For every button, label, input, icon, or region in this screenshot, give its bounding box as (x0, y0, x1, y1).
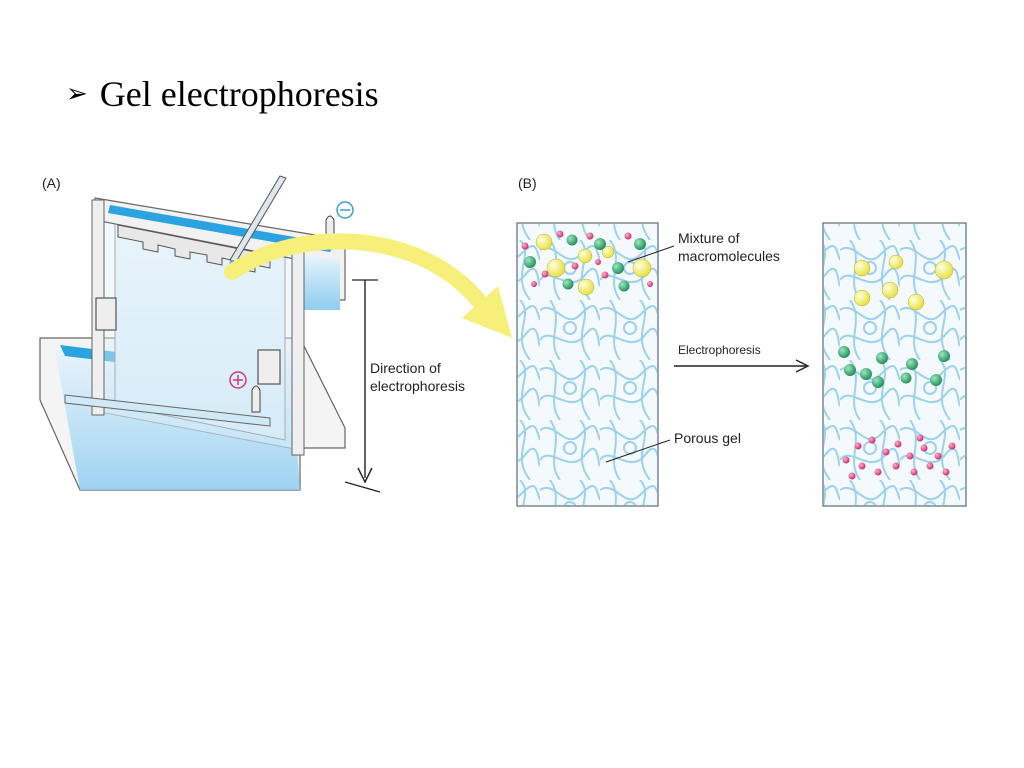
band-small-molecules (842, 434, 956, 480)
direction-label-line1: Direction of (370, 360, 441, 376)
mixture-label-line1: Mixture of (678, 230, 740, 246)
panel-a-label: (A) (42, 175, 61, 191)
electrophoresis-arrow (674, 359, 810, 373)
band-large-molecules (853, 254, 954, 311)
porous-gel-label: Porous gel (674, 430, 741, 446)
cathode-icon (336, 201, 354, 219)
zoom-arrow (224, 233, 512, 338)
anode-icon (229, 371, 247, 389)
direction-label-line2: electrophoresis (370, 378, 465, 394)
panel-b-label: (B) (518, 175, 537, 191)
slide-title: Gel electrophoresis (99, 74, 379, 114)
mixture-label-line2: macromolecules (678, 248, 780, 264)
mixture-leader-line (627, 245, 675, 263)
direction-arrow (344, 279, 381, 493)
bullet-arrow-icon: ➢ (66, 79, 88, 109)
electrophoresis-label: Electrophoresis (678, 343, 761, 357)
slide-title-row: ➢ Gel electrophoresis (66, 72, 379, 116)
gel-leader-line (605, 439, 671, 463)
molecule-mixture (521, 230, 653, 296)
electrophoresis-apparatus (39, 175, 346, 491)
band-medium-molecules (838, 346, 950, 388)
